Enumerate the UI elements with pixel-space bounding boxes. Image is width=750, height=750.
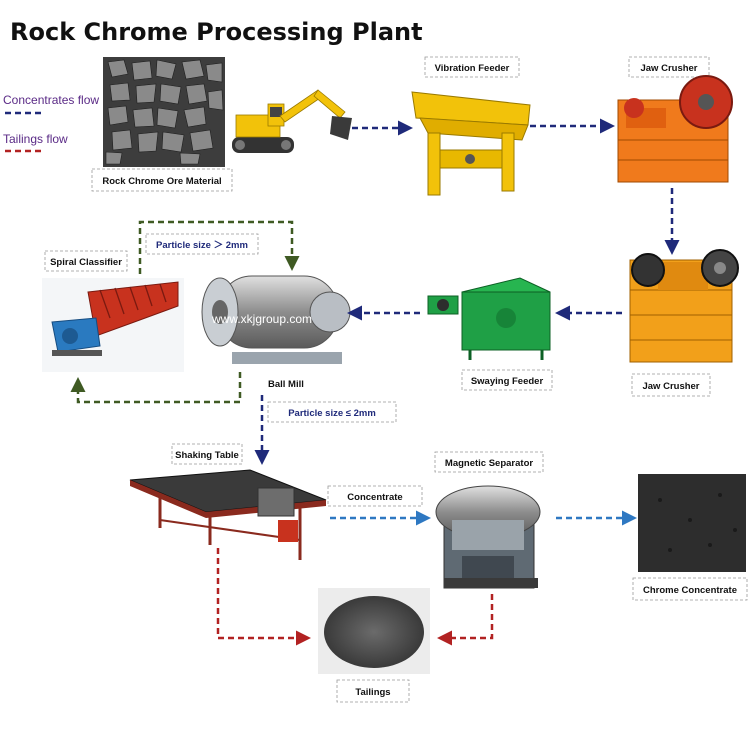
swaying-feeder-label-box (461, 369, 553, 391)
magnetic-separator-label: Magnetic Separator (445, 458, 533, 469)
magnetic-separator-label-box (434, 451, 544, 473)
flow-spiral-classifier-to-ball-mill (138, 220, 300, 274)
vibration-feeder-image (411, 91, 531, 196)
jaw-crusher-1-image (617, 75, 733, 183)
ball-mill-image (201, 275, 351, 364)
shaking-table-label: Shaking Table (175, 450, 239, 461)
vibration-feeder-label: Vibration Feeder (435, 63, 510, 74)
legend: Concentrates flow Tailings flow (3, 93, 99, 153)
ore-label-box (91, 168, 233, 192)
spiral-classifier-image (42, 278, 184, 372)
jaw-crusher-2-label: Jaw Crusher (642, 381, 699, 392)
spiral-classifier-label: Spiral Classifier (50, 257, 122, 268)
flow-shaking-table-to-tailings (216, 548, 311, 646)
concentrate-label: Concentrate (347, 492, 402, 503)
chrome-concentrate-label: Chrome Concentrate (643, 585, 737, 596)
tailings-image (318, 588, 430, 674)
jaw-crusher-2-image (629, 249, 739, 363)
tailings-label-box (336, 679, 410, 703)
jaw-crusher-1-label: Jaw Crusher (640, 63, 697, 74)
swaying-feeder-image (427, 277, 551, 360)
chrome-concentrate-image (638, 474, 746, 572)
flow-ball-mill-to-spiral-classifier (70, 372, 242, 404)
watermark: www.xkjgroup.com (211, 312, 312, 326)
tailings-label: Tailings (355, 687, 390, 698)
chrome-concentrate-label-box (632, 577, 748, 601)
concentrate-label-box (327, 485, 423, 507)
legend-tailings-label: Tailings flow (3, 132, 68, 146)
shaking-table-label-box (171, 443, 243, 465)
spiral-classifier-label-box (44, 250, 128, 272)
ball-mill-label: Ball Mill (268, 379, 304, 390)
excavator-image (232, 89, 352, 153)
shaking-table-image (129, 469, 327, 560)
jaw-crusher-1-label-box (628, 56, 710, 78)
swaying-feeder-label: Swaying Feeder (471, 376, 544, 387)
vibration-feeder-label-box (424, 56, 520, 78)
jaw-crusher-2-label-box (631, 373, 711, 397)
particle-gt-label: Particle size ＞ 2mm (156, 240, 248, 251)
particle-gt-label-box (145, 233, 259, 255)
page-title: Rock Chrome Processing Plant (10, 18, 423, 46)
particle-le-label: Particle size ≤ 2mm (288, 408, 376, 419)
legend-concentrates-label: Concentrates flow (3, 93, 99, 107)
particle-le-label-box (267, 401, 397, 423)
ore-label: Rock Chrome Ore Material (102, 176, 221, 187)
flow-magnetic-separator-to-tailings (437, 594, 494, 646)
ore-material-image (103, 57, 225, 167)
magnetic-separator-image (435, 485, 541, 589)
